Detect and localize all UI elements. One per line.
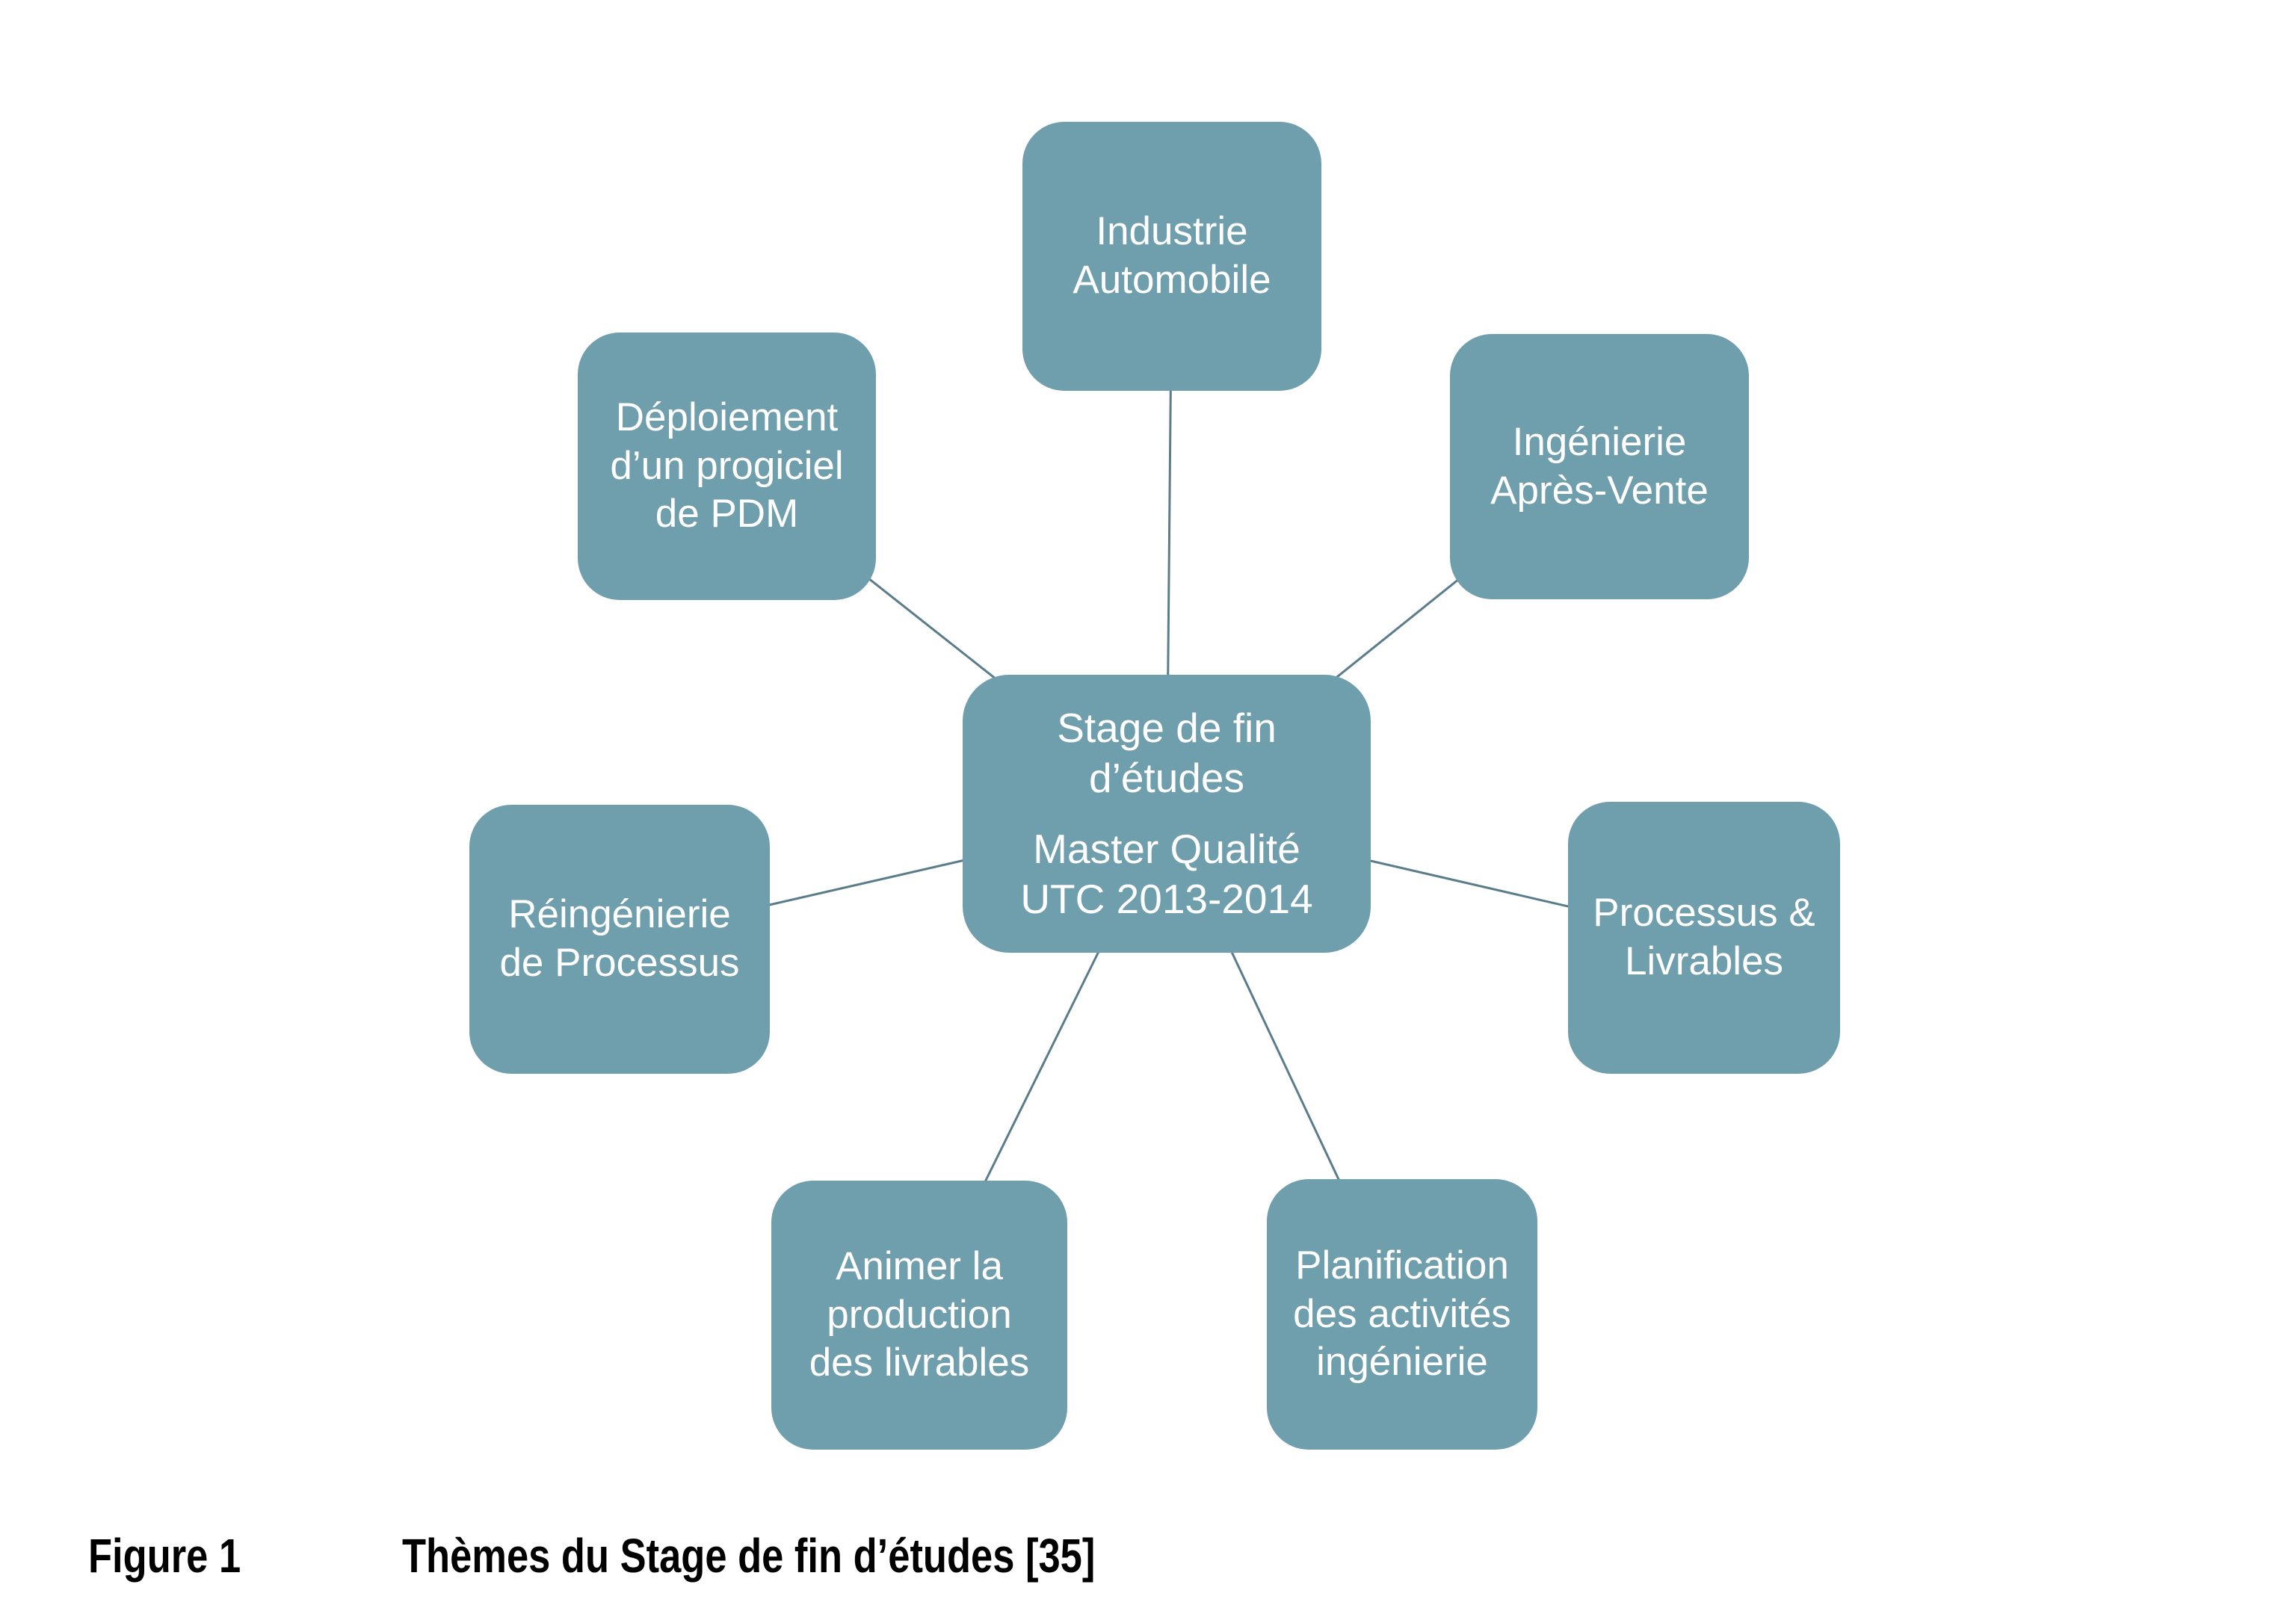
node-processus-et-livrables: Processus & Livrables: [1568, 802, 1840, 1074]
node-label: Processus & Livrables: [1593, 891, 1815, 983]
node-deploiement-progiciel-pdm: Déploiement d’un progiciel de PDM: [578, 333, 876, 600]
node-central-subtitle: Master Qualité UTC 2013-2014: [1020, 826, 1313, 923]
node-industrie-automobile: Industrie Automobile: [1022, 122, 1321, 391]
figure-caption-label: Figure 1: [88, 1529, 241, 1583]
node-central-title: Stage de fin d’études: [1057, 704, 1277, 801]
figure-caption-title: Thèmes du Stage de fin d’études [35]: [402, 1529, 1096, 1583]
node-central-stage: Stage de fin d’études Master Qualité UTC…: [963, 675, 1371, 953]
node-reingenierie-de-processus: Réingénierie de Processus: [469, 805, 770, 1074]
node-planification-activites-ingenierie: Planification des activités ingénierie: [1267, 1179, 1537, 1450]
node-label: Animer la production des livrables: [809, 1244, 1030, 1385]
node-animer-production-livrables: Animer la production des livrables: [771, 1181, 1067, 1450]
figure-caption: Figure 1 Thèmes du Stage de fin d’études…: [0, 1526, 2296, 1586]
node-label: Déploiement d’un progiciel de PDM: [610, 395, 844, 537]
node-label: Planification des activités ingénierie: [1293, 1243, 1511, 1385]
node-label: Réingénierie de Processus: [499, 892, 740, 985]
node-label: Ingénierie Après-Vente: [1490, 419, 1709, 513]
node-label: Industrie Automobile: [1073, 209, 1271, 302]
node-ingenierie-apres-vente: Ingénierie Après-Vente: [1450, 334, 1749, 599]
